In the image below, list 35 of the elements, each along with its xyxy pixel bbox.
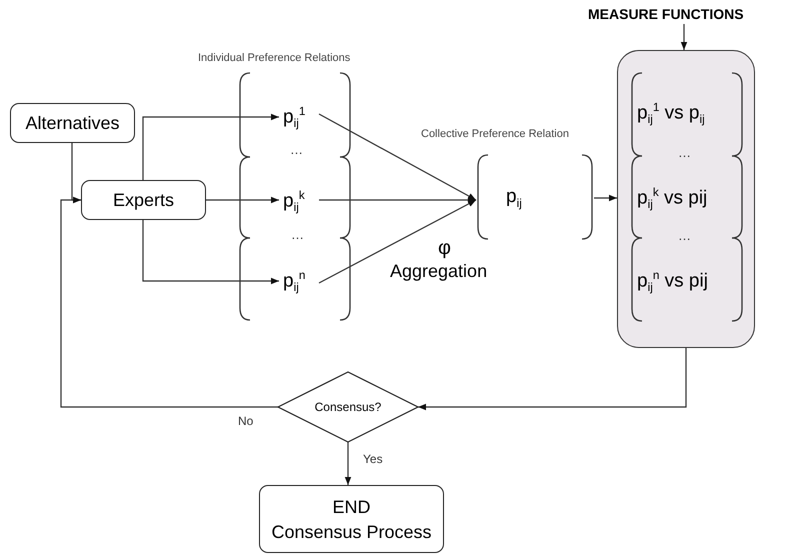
matrix-entry: p$_{ij}$$^{n}$ vs pij [637,269,708,294]
group-heading: Individual Preference Relations [198,52,350,64]
arrow [142,220,279,284]
process-box [10,103,135,143]
arrow [318,113,476,201]
measure-panel [617,50,755,348]
heading-text: END [331,497,372,518]
arrow [594,194,617,202]
process-box [81,180,206,220]
phi-symbol: φ [438,238,451,258]
edge-label: No [238,415,254,427]
ellipsis: … [678,229,691,242]
arrow [318,199,476,284]
box-label: Alternatives [24,113,121,134]
arrow [319,196,476,204]
arrow [418,348,687,410]
box-label: Consensus Process [270,522,433,543]
annotation-text: Aggregation [390,262,488,280]
ellipsis: … [678,146,691,159]
matrix-entry: p$_{ij}$$^{k}$ vs pij [637,186,708,212]
matrix-entry: p$_{ij}$$^{1}$ vs p$_{ij}$ [637,101,705,126]
box-label: Experts [112,190,176,211]
arrow [680,24,688,50]
ellipsis: … [291,228,304,241]
ellipsis: … [290,143,303,156]
process-box [259,485,444,553]
arrow [344,442,352,485]
heading-text: MEASURE FUNCTIONS [588,6,744,22]
arrow [142,114,279,180]
arrow [206,196,279,204]
edge-label: Yes [363,453,383,465]
matrix-entry: p$_{ij}$ [506,186,522,210]
group-heading: Collective Preference Relation [421,128,569,140]
decision-label: Consensus? [314,400,382,414]
arrow [60,196,278,408]
